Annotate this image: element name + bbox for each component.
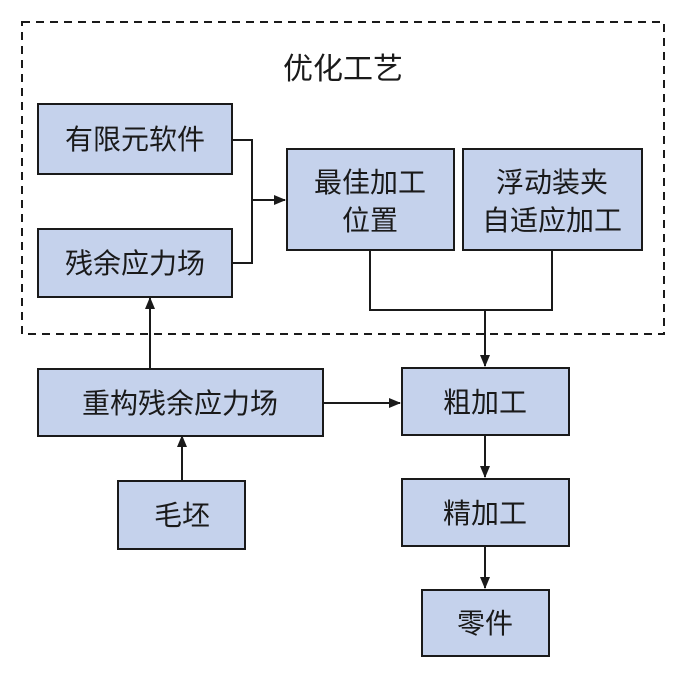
part-box (421, 589, 550, 657)
reconstruct-stress-label: 重构残余应力场 (82, 387, 278, 420)
optimization-process-group (21, 21, 665, 335)
fem-software-box (37, 103, 233, 175)
floating-fixture-box (462, 148, 643, 251)
connector-floating-to-rough (480, 251, 553, 367)
finish-machining-box (401, 478, 570, 547)
residual-stress-field-box (37, 228, 233, 298)
blank-box (117, 480, 246, 550)
best-position-label-line2: 位置 (342, 204, 398, 237)
fem-software-label: 有限元软件 (65, 123, 205, 156)
connector-best-position-to-rough (369, 251, 485, 311)
rough-machining-box (401, 367, 570, 436)
connector-fem-to-best-position (232, 139, 286, 205)
floating-fixture-label-line2: 自适应加工 (482, 204, 622, 237)
floating-fixture-label-line1: 浮动装夹 (496, 166, 608, 199)
group-title: 优化工艺 (283, 52, 403, 87)
reconstruct-stress-box (37, 368, 324, 437)
best-position-box (286, 148, 455, 251)
rough-machining-label: 粗加工 (443, 386, 527, 419)
best-position-label-line1: 最佳加工 (314, 166, 426, 199)
part-label: 零件 (457, 607, 513, 640)
residual-stress-field-label: 残余应力场 (65, 247, 205, 280)
finish-machining-label: 精加工 (443, 497, 527, 530)
blank-label: 毛坯 (154, 499, 210, 532)
connector-residual-to-best-position (232, 200, 253, 264)
